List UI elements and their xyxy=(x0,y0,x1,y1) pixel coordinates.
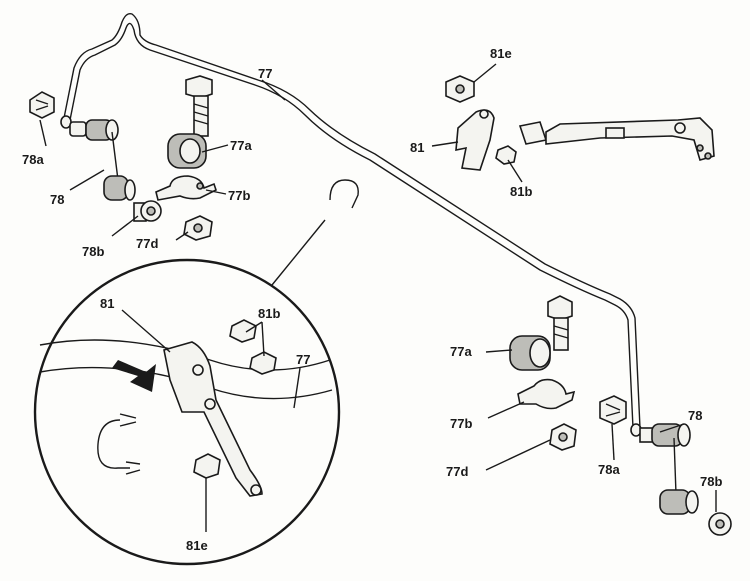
label-81b-top: 81b xyxy=(510,184,532,199)
u-clip xyxy=(329,179,359,209)
label-77b-left: 77b xyxy=(228,188,250,203)
label-78b-right: 78b xyxy=(700,474,722,489)
leader-lines xyxy=(39,63,717,532)
label-78b-left: 78b xyxy=(82,244,104,259)
label-78-left: 78 xyxy=(50,192,64,207)
label-78a-left: 78a xyxy=(22,152,44,167)
label-78-right: 78 xyxy=(688,408,702,423)
label-77a-left: 77a xyxy=(230,138,252,153)
right-bushing-clamp-assembly xyxy=(509,295,577,451)
label-81b-detail: 81b xyxy=(258,306,280,321)
label-77a-right: 77a xyxy=(450,344,472,359)
label-77b-right: 77b xyxy=(450,416,472,431)
label-81e-detail: 81e xyxy=(186,538,208,553)
left-bushing-clamp-assembly xyxy=(155,75,217,241)
label-78a-right: 78a xyxy=(598,462,620,477)
label-77d-right: 77d xyxy=(446,464,468,479)
label-77-bar: 77 xyxy=(258,66,272,81)
detail-view xyxy=(33,219,341,566)
label-77d-left: 77d xyxy=(136,236,158,251)
stabilizer-bar xyxy=(60,12,642,437)
label-81-top: 81 xyxy=(410,140,424,155)
right-link-assembly xyxy=(599,395,732,536)
label-77-detail: 77 xyxy=(296,352,310,367)
label-81-detail: 81 xyxy=(100,296,114,311)
callout-labels: 77 78a 78 78b 77d 77a 77b 81e 81 81b 77a… xyxy=(22,46,722,553)
left-link-assembly xyxy=(29,91,162,222)
label-81e-top: 81e xyxy=(490,46,512,61)
top-bracket-assembly xyxy=(445,75,715,171)
